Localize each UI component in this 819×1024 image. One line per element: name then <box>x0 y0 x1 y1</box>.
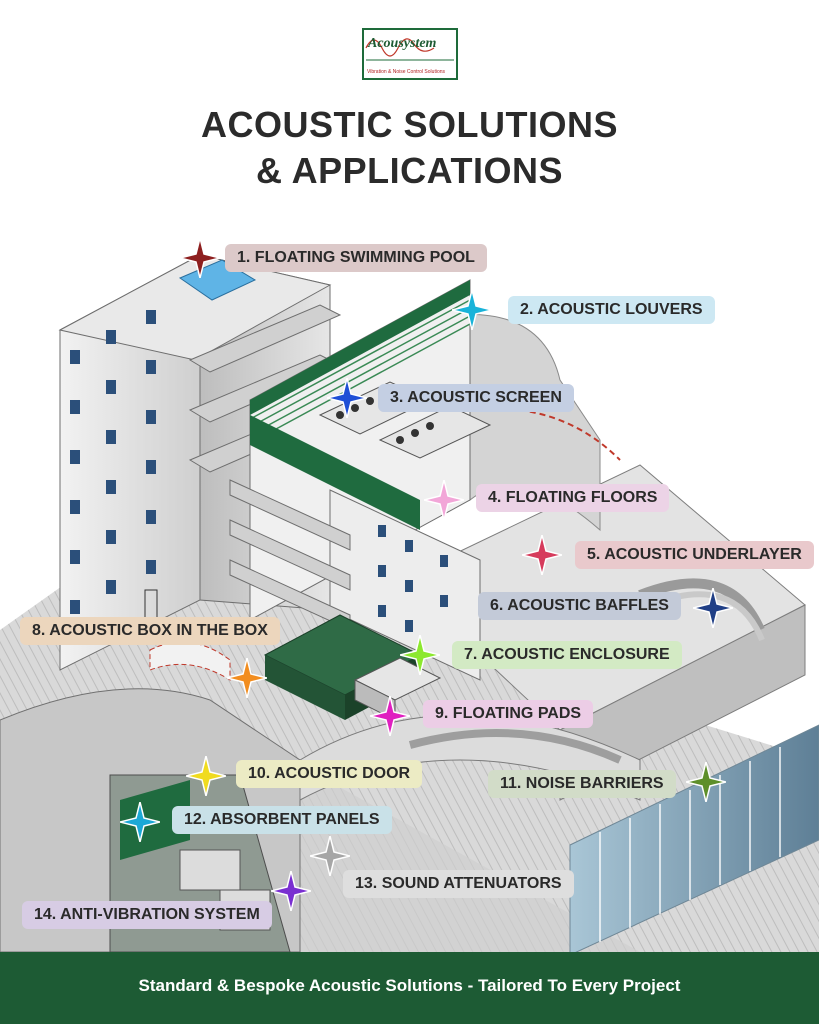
star-marker-enclosure-icon <box>400 635 440 675</box>
star-marker-panels-icon <box>120 802 160 842</box>
label-floating-floors: 4. FLOATING FLOORS <box>476 484 670 512</box>
star-marker-box-in-box-icon <box>227 658 267 698</box>
label-acoustic-baffles: 6. ACOUSTIC BAFFLES <box>478 592 681 620</box>
label-acoustic-screen: 3. ACOUSTIC SCREEN <box>378 384 574 412</box>
star-marker-attenuators-icon <box>310 836 350 876</box>
mid-building <box>249 279 471 621</box>
label-acoustic-enclosure: 7. ACOUSTIC ENCLOSURE <box>452 641 682 669</box>
logo-wave-icon <box>365 38 454 61</box>
star-marker-barriers-icon <box>686 762 726 802</box>
label-acoustic-louvers: 2. ACOUSTIC LOUVERS <box>508 296 715 324</box>
label-sound-attenuators: 13. SOUND ATTENUATORS <box>343 870 574 898</box>
star-marker-door-icon <box>186 756 226 796</box>
label-floating-pads: 9. FLOATING PADS <box>423 700 594 728</box>
logo-tagline: Vibration & Noise Control Solutions <box>367 69 446 75</box>
logo-name: Acousystem <box>368 36 437 51</box>
star-marker-louvers-icon <box>452 290 492 330</box>
label-acoustic-box-in-the-box: 8. ACOUSTIC BOX IN THE BOX <box>20 617 280 645</box>
star-marker-screen-icon <box>327 378 367 418</box>
label-acoustic-door: 10. ACOUSTIC DOOR <box>236 760 423 788</box>
label-noise-barriers: 11. NOISE BARRIERS <box>488 770 676 798</box>
label-absorbent-panels: 12. ABSORBENT PANELS <box>172 806 392 834</box>
page-title-line-1: ACOUSTIC SOLUTIONS <box>200 104 618 145</box>
acoustic-screen-wall <box>250 415 420 530</box>
page-title-line-2: & APPLICATIONS <box>255 150 563 191</box>
star-marker-baffles-icon <box>693 588 733 628</box>
star-marker-pool-icon <box>180 238 220 278</box>
footer-banner: Standard & Bespoke Acoustic Solutions - … <box>0 952 819 1024</box>
label-floating-swimming-pool: 1. FLOATING SWIMMING POOL <box>225 244 487 272</box>
star-marker-underlayer-icon <box>522 535 562 575</box>
label-anti-vibration-system: 14. ANTI-VIBRATION SYSTEM <box>22 901 272 929</box>
label-acoustic-underlayer: 5. ACOUSTIC UNDERLAYER <box>575 541 814 569</box>
noise-barrier-glass <box>569 724 819 952</box>
star-marker-pads-icon <box>370 696 410 736</box>
acousystem-logo: Acousystem Vibration & Noise Control Sol… <box>362 28 458 80</box>
footer-text: Standard & Bespoke Acoustic Solutions - … <box>138 976 681 995</box>
star-marker-anti-vibration-icon <box>271 871 311 911</box>
star-marker-floors-icon <box>424 480 464 520</box>
